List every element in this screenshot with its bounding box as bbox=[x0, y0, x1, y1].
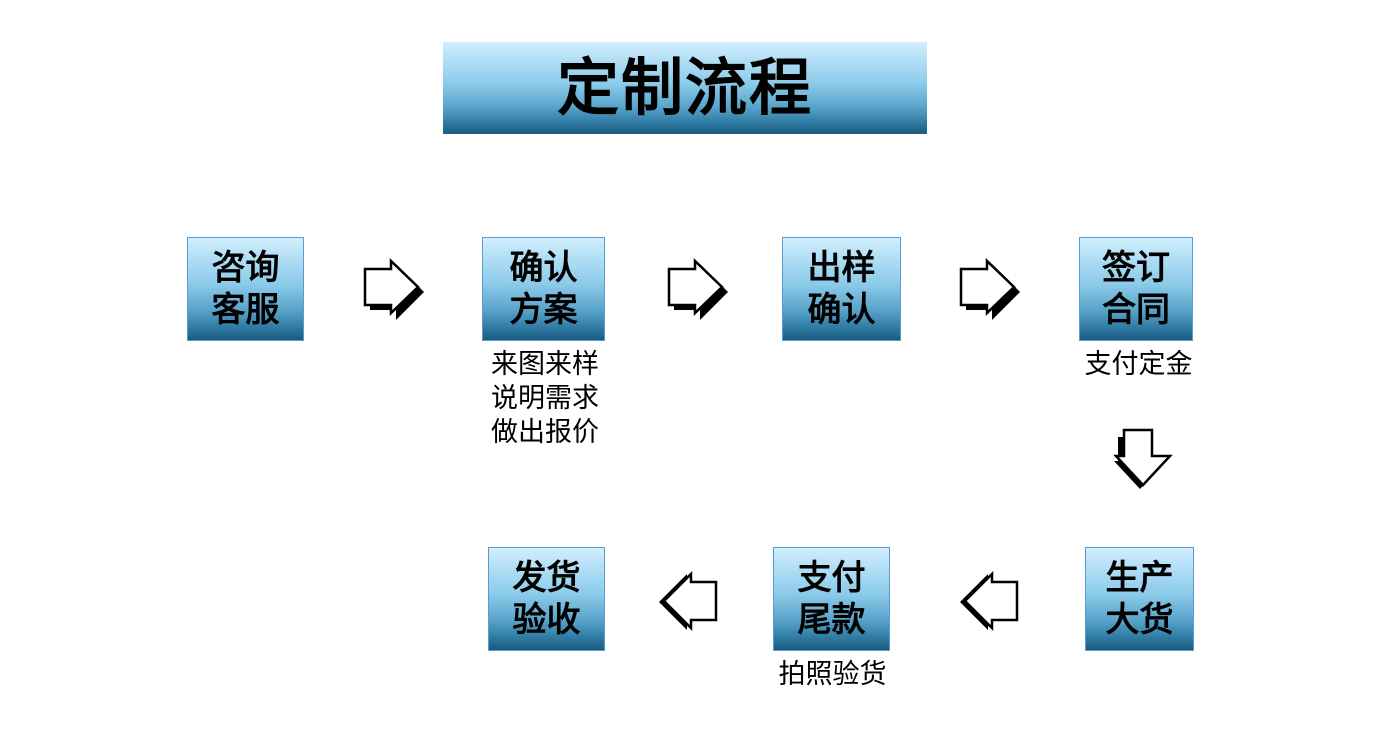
arrow-down-icon bbox=[1113, 428, 1173, 489]
note-final-payment-line1: 拍照验货 bbox=[778, 659, 887, 690]
step-sample-confirm-line1: 出样 bbox=[807, 248, 876, 288]
arrow-right-icon bbox=[667, 258, 728, 320]
step-consult-line1: 咨询 bbox=[211, 248, 280, 288]
step-final-payment: 支付 尾款 bbox=[773, 547, 890, 651]
title-banner: 定制流程 bbox=[443, 42, 927, 134]
step-sign-contract: 签订 合同 bbox=[1079, 237, 1193, 341]
note-sign-contract: 支付定金 bbox=[1066, 348, 1211, 382]
note-sign-contract-line1: 支付定金 bbox=[1084, 349, 1193, 380]
step-mass-production-line1: 生产 bbox=[1105, 558, 1174, 598]
step-final-payment-line1: 支付 bbox=[797, 558, 866, 598]
note-confirm-plan-line2: 说明需求 bbox=[491, 383, 599, 414]
step-confirm-plan-line2: 方案 bbox=[509, 290, 578, 330]
arrow-right-icon bbox=[959, 258, 1020, 320]
step-sample-confirm: 出样 确认 bbox=[782, 237, 901, 341]
step-sample-confirm-line2: 确认 bbox=[807, 290, 876, 330]
step-confirm-plan: 确认 方案 bbox=[482, 237, 605, 341]
step-sign-contract-line1: 签订 bbox=[1102, 248, 1170, 288]
step-sign-contract-line2: 合同 bbox=[1102, 290, 1170, 330]
page-title: 定制流程 bbox=[556, 51, 813, 124]
arrow-right-icon bbox=[363, 258, 424, 320]
arrow-left-icon bbox=[659, 570, 718, 632]
note-final-payment: 拍照验货 bbox=[760, 658, 905, 692]
step-ship-accept-line1: 发货 bbox=[512, 558, 581, 598]
step-ship-accept: 发货 验收 bbox=[488, 547, 605, 651]
step-consult: 咨询 客服 bbox=[187, 237, 304, 341]
step-confirm-plan-line1: 确认 bbox=[509, 248, 578, 288]
step-final-payment-line2: 尾款 bbox=[797, 600, 866, 640]
note-confirm-plan: 来图来样 说明需求 做出报价 bbox=[475, 348, 615, 450]
note-confirm-plan-line3: 做出报价 bbox=[491, 417, 599, 448]
note-confirm-plan-line1: 来图来样 bbox=[491, 349, 599, 380]
step-ship-accept-line2: 验收 bbox=[512, 600, 581, 640]
step-consult-line2: 客服 bbox=[211, 290, 280, 330]
arrow-left-icon bbox=[960, 570, 1019, 632]
step-mass-production: 生产 大货 bbox=[1085, 547, 1194, 651]
step-mass-production-line2: 大货 bbox=[1105, 600, 1174, 640]
